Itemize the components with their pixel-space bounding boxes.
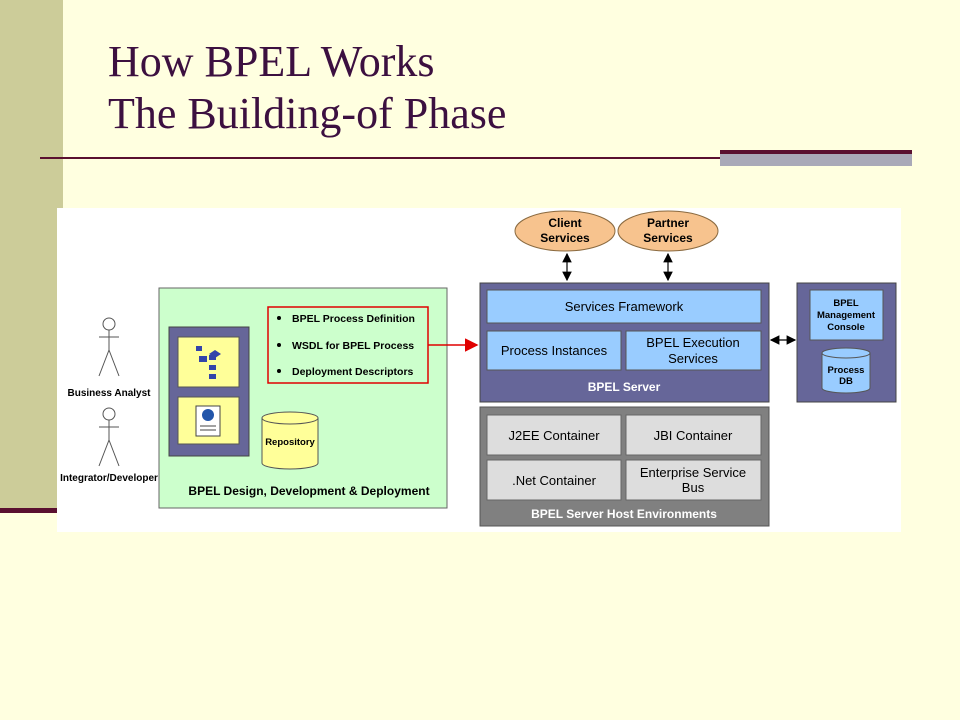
esb-box xyxy=(625,459,762,501)
artifact-list xyxy=(267,306,429,384)
client-services-label-2: Services xyxy=(540,231,590,245)
jbi-container-label: JBI Container xyxy=(654,428,733,443)
design-panel-label: BPEL Design, Development & Deployment xyxy=(188,484,429,498)
artifact-item-2: WSDL for BPEL Process xyxy=(292,340,414,352)
bpel-server-panel: Services Framework Process Instances BPE… xyxy=(479,282,770,403)
net-container-box xyxy=(486,459,622,501)
management-panel: BPEL Management Console Process DB xyxy=(796,282,897,403)
integrator-developer-actor xyxy=(98,407,120,467)
slide-title-line1: How BPEL Works xyxy=(108,37,435,86)
services-framework-box xyxy=(486,289,762,324)
artifact-item-1: BPEL Process Definition xyxy=(292,313,415,325)
process-db-cylinder xyxy=(821,347,871,394)
design-panel: BPEL Process Definition WSDL for BPEL Pr… xyxy=(158,287,479,509)
management-console-label-3: Console xyxy=(827,322,864,333)
slide-side-bar xyxy=(0,0,63,510)
management-console-label-1: BPEL xyxy=(833,298,859,309)
wsdl-document-icon xyxy=(195,405,221,437)
business-analyst-actor xyxy=(98,317,120,377)
j2ee-container-label: J2EE Container xyxy=(508,428,600,443)
flowchart-tile xyxy=(177,336,240,388)
slide-side-accent xyxy=(0,508,60,513)
esb-label-1: Enterprise Service xyxy=(640,465,746,480)
host-environments-label: BPEL Server Host Environments xyxy=(531,507,717,521)
flowchart-icon xyxy=(196,346,221,379)
repository-cylinder xyxy=(261,411,319,470)
esb-label-2: Bus xyxy=(682,480,705,495)
bpel-execution-box xyxy=(625,330,762,371)
slide-title: How BPEL Works The Building-of Phase xyxy=(108,36,506,140)
business-analyst-label: Business Analyst xyxy=(68,388,152,399)
repository-label: Repository xyxy=(265,437,315,448)
process-instances-label: Process Instances xyxy=(501,343,608,358)
bpel-execution-label-2: Services xyxy=(668,351,718,366)
process-db-label-2: DB xyxy=(839,376,853,387)
partner-services-label-2: Services xyxy=(643,231,693,245)
slide-title-line2: The Building-of Phase xyxy=(108,89,507,138)
bpel-architecture-diagram: Client Services Partner Services Busines… xyxy=(57,208,901,532)
management-console-box xyxy=(809,289,884,341)
title-underline xyxy=(40,157,720,159)
j2ee-container-box xyxy=(486,414,622,456)
net-container-label: .Net Container xyxy=(512,473,596,488)
management-console-label-2: Management xyxy=(817,310,876,321)
bpel-server-label: BPEL Server xyxy=(588,380,661,394)
client-services-node: Client Services xyxy=(514,210,616,252)
process-db-label-1: Process xyxy=(828,365,865,376)
host-environments-panel: J2EE Container JBI Container .Net Contai… xyxy=(479,406,770,527)
integrator-developer-label: Integrator/Developer xyxy=(60,473,158,484)
client-services-label-1: Client xyxy=(548,216,581,230)
artifact-item-3: Deployment Descriptors xyxy=(292,366,414,378)
partner-services-node: Partner Services xyxy=(617,210,719,252)
jbi-container-box xyxy=(625,414,762,456)
partner-services-label-1: Partner xyxy=(647,216,689,230)
process-instances-box xyxy=(486,330,622,371)
services-framework-label: Services Framework xyxy=(565,299,684,314)
title-accent-bar xyxy=(720,150,912,166)
bpel-execution-label-1: BPEL Execution xyxy=(646,335,739,350)
